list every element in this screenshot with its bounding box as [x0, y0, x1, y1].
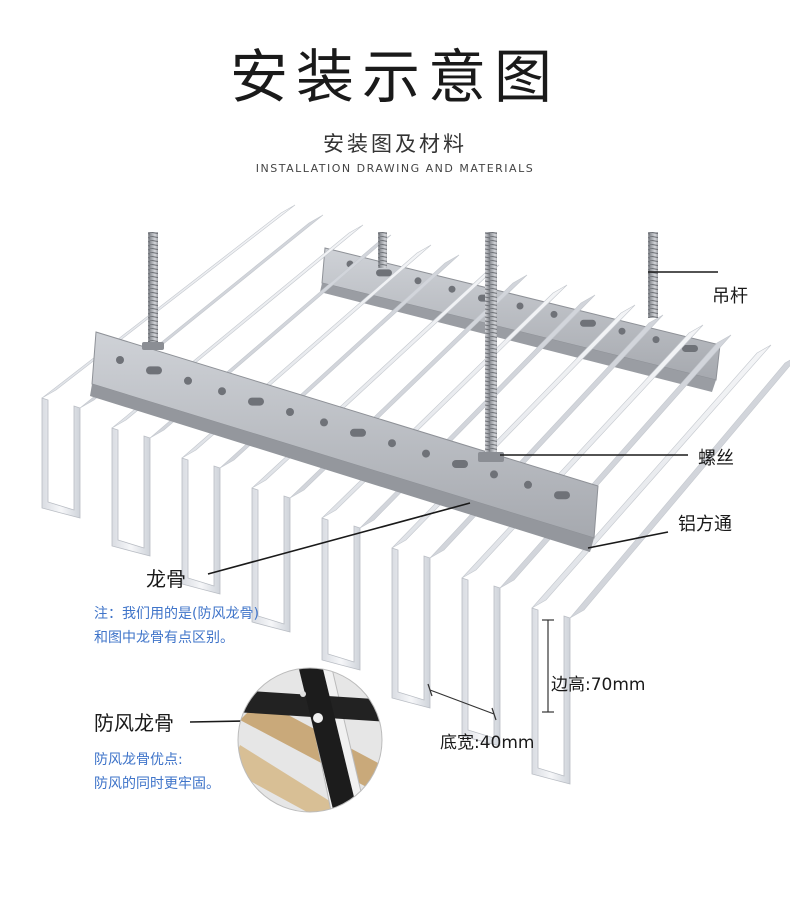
hanger-rod-label: 吊杆 — [712, 286, 748, 307]
screw-label: 螺丝 — [698, 448, 734, 469]
aluminum-tube-label: 铝方通 — [678, 514, 732, 535]
windproof-keel-inset — [237, 667, 383, 813]
page-subtitle: 安装图及材料 — [323, 132, 467, 156]
keel-note-line2: 和图中龙骨有点区别。 — [94, 630, 234, 646]
windproof-note-line1: 防风龙骨优点: — [94, 752, 183, 768]
hanger-rod-1 — [148, 232, 158, 350]
edge-height-label: 边高:70mm — [551, 675, 645, 695]
windproof-note-line2: 防风的同时更牢固。 — [94, 776, 220, 792]
page-title: 安装示意图 — [229, 43, 560, 111]
keel-note-line1: 注：我们用的是(防风龙骨) — [94, 606, 259, 622]
page-subtitle-english: INSTALLATION DRAWING AND MATERIALS — [255, 162, 535, 175]
screw-nut — [478, 452, 504, 462]
hanger-rods — [142, 232, 658, 462]
hanger-rod-4 — [648, 232, 658, 318]
hanger-rod-2 — [378, 232, 387, 268]
dimension-lines — [427, 619, 554, 721]
keel-label: 龙骨 — [146, 567, 186, 591]
front-keel — [90, 331, 599, 552]
aluminum-tube-leader — [587, 531, 669, 549]
bottom-width-dimension — [429, 689, 495, 715]
windproof-keel-label: 防风龙骨 — [94, 711, 174, 735]
screw-nut-2 — [142, 342, 164, 350]
front-keel-holes — [116, 356, 570, 500]
bottom-width-label: 底宽:40mm — [440, 733, 534, 753]
hanger-rod-3 — [485, 232, 497, 460]
keel-leader — [207, 502, 471, 575]
